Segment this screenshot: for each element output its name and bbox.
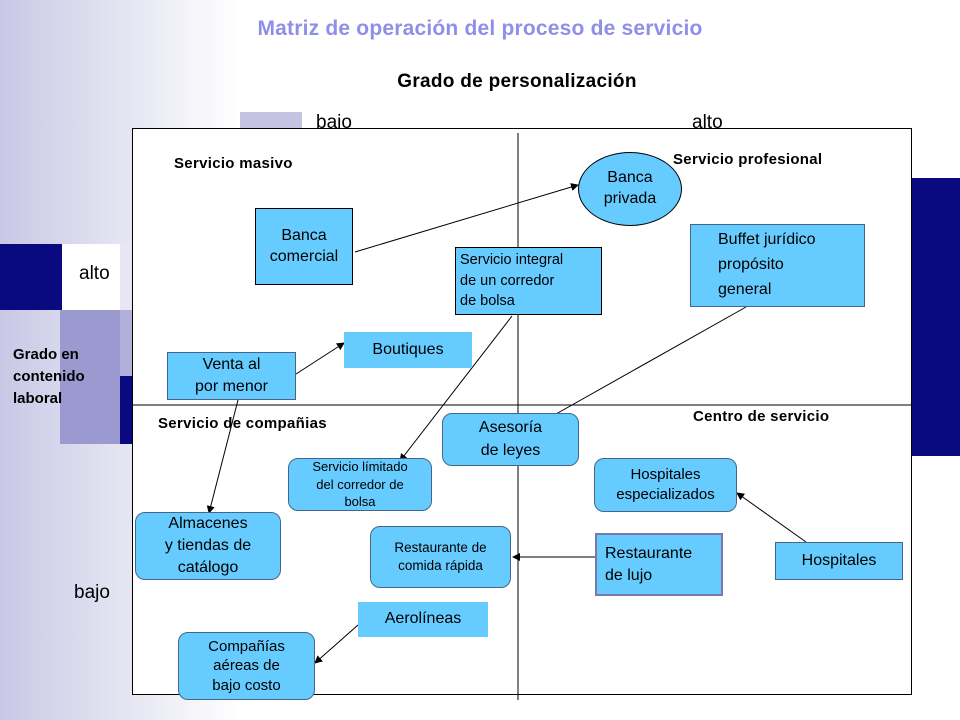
node-restaurante-lujo: Restaurante de lujo xyxy=(595,533,723,596)
node-boutiques: Boutiques xyxy=(344,332,472,368)
arrow-venta-to-almacenes xyxy=(206,399,239,514)
quadrant-title-servicio-companias: Servicio de compañias xyxy=(158,415,327,432)
decor-block xyxy=(60,310,120,444)
arrow-hospitales-to-especializados xyxy=(736,492,807,543)
decor-block xyxy=(240,112,302,130)
node-hospitales-especializados: Hospitales especializados xyxy=(594,458,737,512)
x-axis-high-label: alto xyxy=(692,112,723,133)
decor-block xyxy=(0,244,62,310)
decor-block-right xyxy=(912,178,960,456)
page-title: Matriz de operación del proceso de servi… xyxy=(257,17,703,40)
node-restaurante-comida-rapida: Restaurante de comida rápida xyxy=(370,526,511,588)
y-axis-high-label: alto xyxy=(79,263,110,284)
arrow-integral-to-limitado xyxy=(399,315,513,462)
decor-block xyxy=(120,376,132,444)
node-banca-privada: Banca privada xyxy=(578,152,682,226)
node-almacenes-catalogo: Almacenes y tiendas de catálogo xyxy=(135,512,281,580)
arrow-aerolineas-to-companias xyxy=(314,624,359,664)
x-axis-low-label: bajo xyxy=(316,112,352,133)
node-buffet-juridico: Buffet jurídico propósito general xyxy=(690,224,865,307)
node-hospitales: Hospitales xyxy=(775,542,903,580)
node-venta-por-menor: Venta al por menor xyxy=(167,352,296,400)
quadrant-title-centro-servicio: Centro de servicio xyxy=(693,408,830,425)
arrow-venta-to-boutiques xyxy=(295,342,345,375)
x-axis-title: Grado de personalización xyxy=(397,71,637,92)
node-companias-bajo-costo: Compañías aéreas de bajo costo xyxy=(178,632,315,700)
decor-block xyxy=(120,310,132,376)
node-banca-comercial: Banca comercial xyxy=(255,208,353,285)
node-aerolineas: Aerolíneas xyxy=(358,602,488,637)
node-servicio-limitado: Servicio límitado del corredor de bolsa xyxy=(288,458,432,511)
quadrant-title-servicio-masivo: Servicio masivo xyxy=(174,155,293,172)
quadrant-title-servicio-profesional: Servicio profesional xyxy=(673,151,823,168)
arrow-buffet-to-asesoria xyxy=(539,306,747,424)
y-axis-low-label: bajo xyxy=(74,582,110,603)
decor-block xyxy=(62,244,120,310)
decor-block xyxy=(120,244,132,310)
node-asesoria-leyes: Asesoría de leyes xyxy=(442,413,579,466)
y-axis-title: Grado en contenido laboral xyxy=(13,346,85,407)
arrow-comercial-to-privada xyxy=(354,183,579,253)
node-servicio-integral: Servicio integral de un corredor de bols… xyxy=(455,247,602,315)
